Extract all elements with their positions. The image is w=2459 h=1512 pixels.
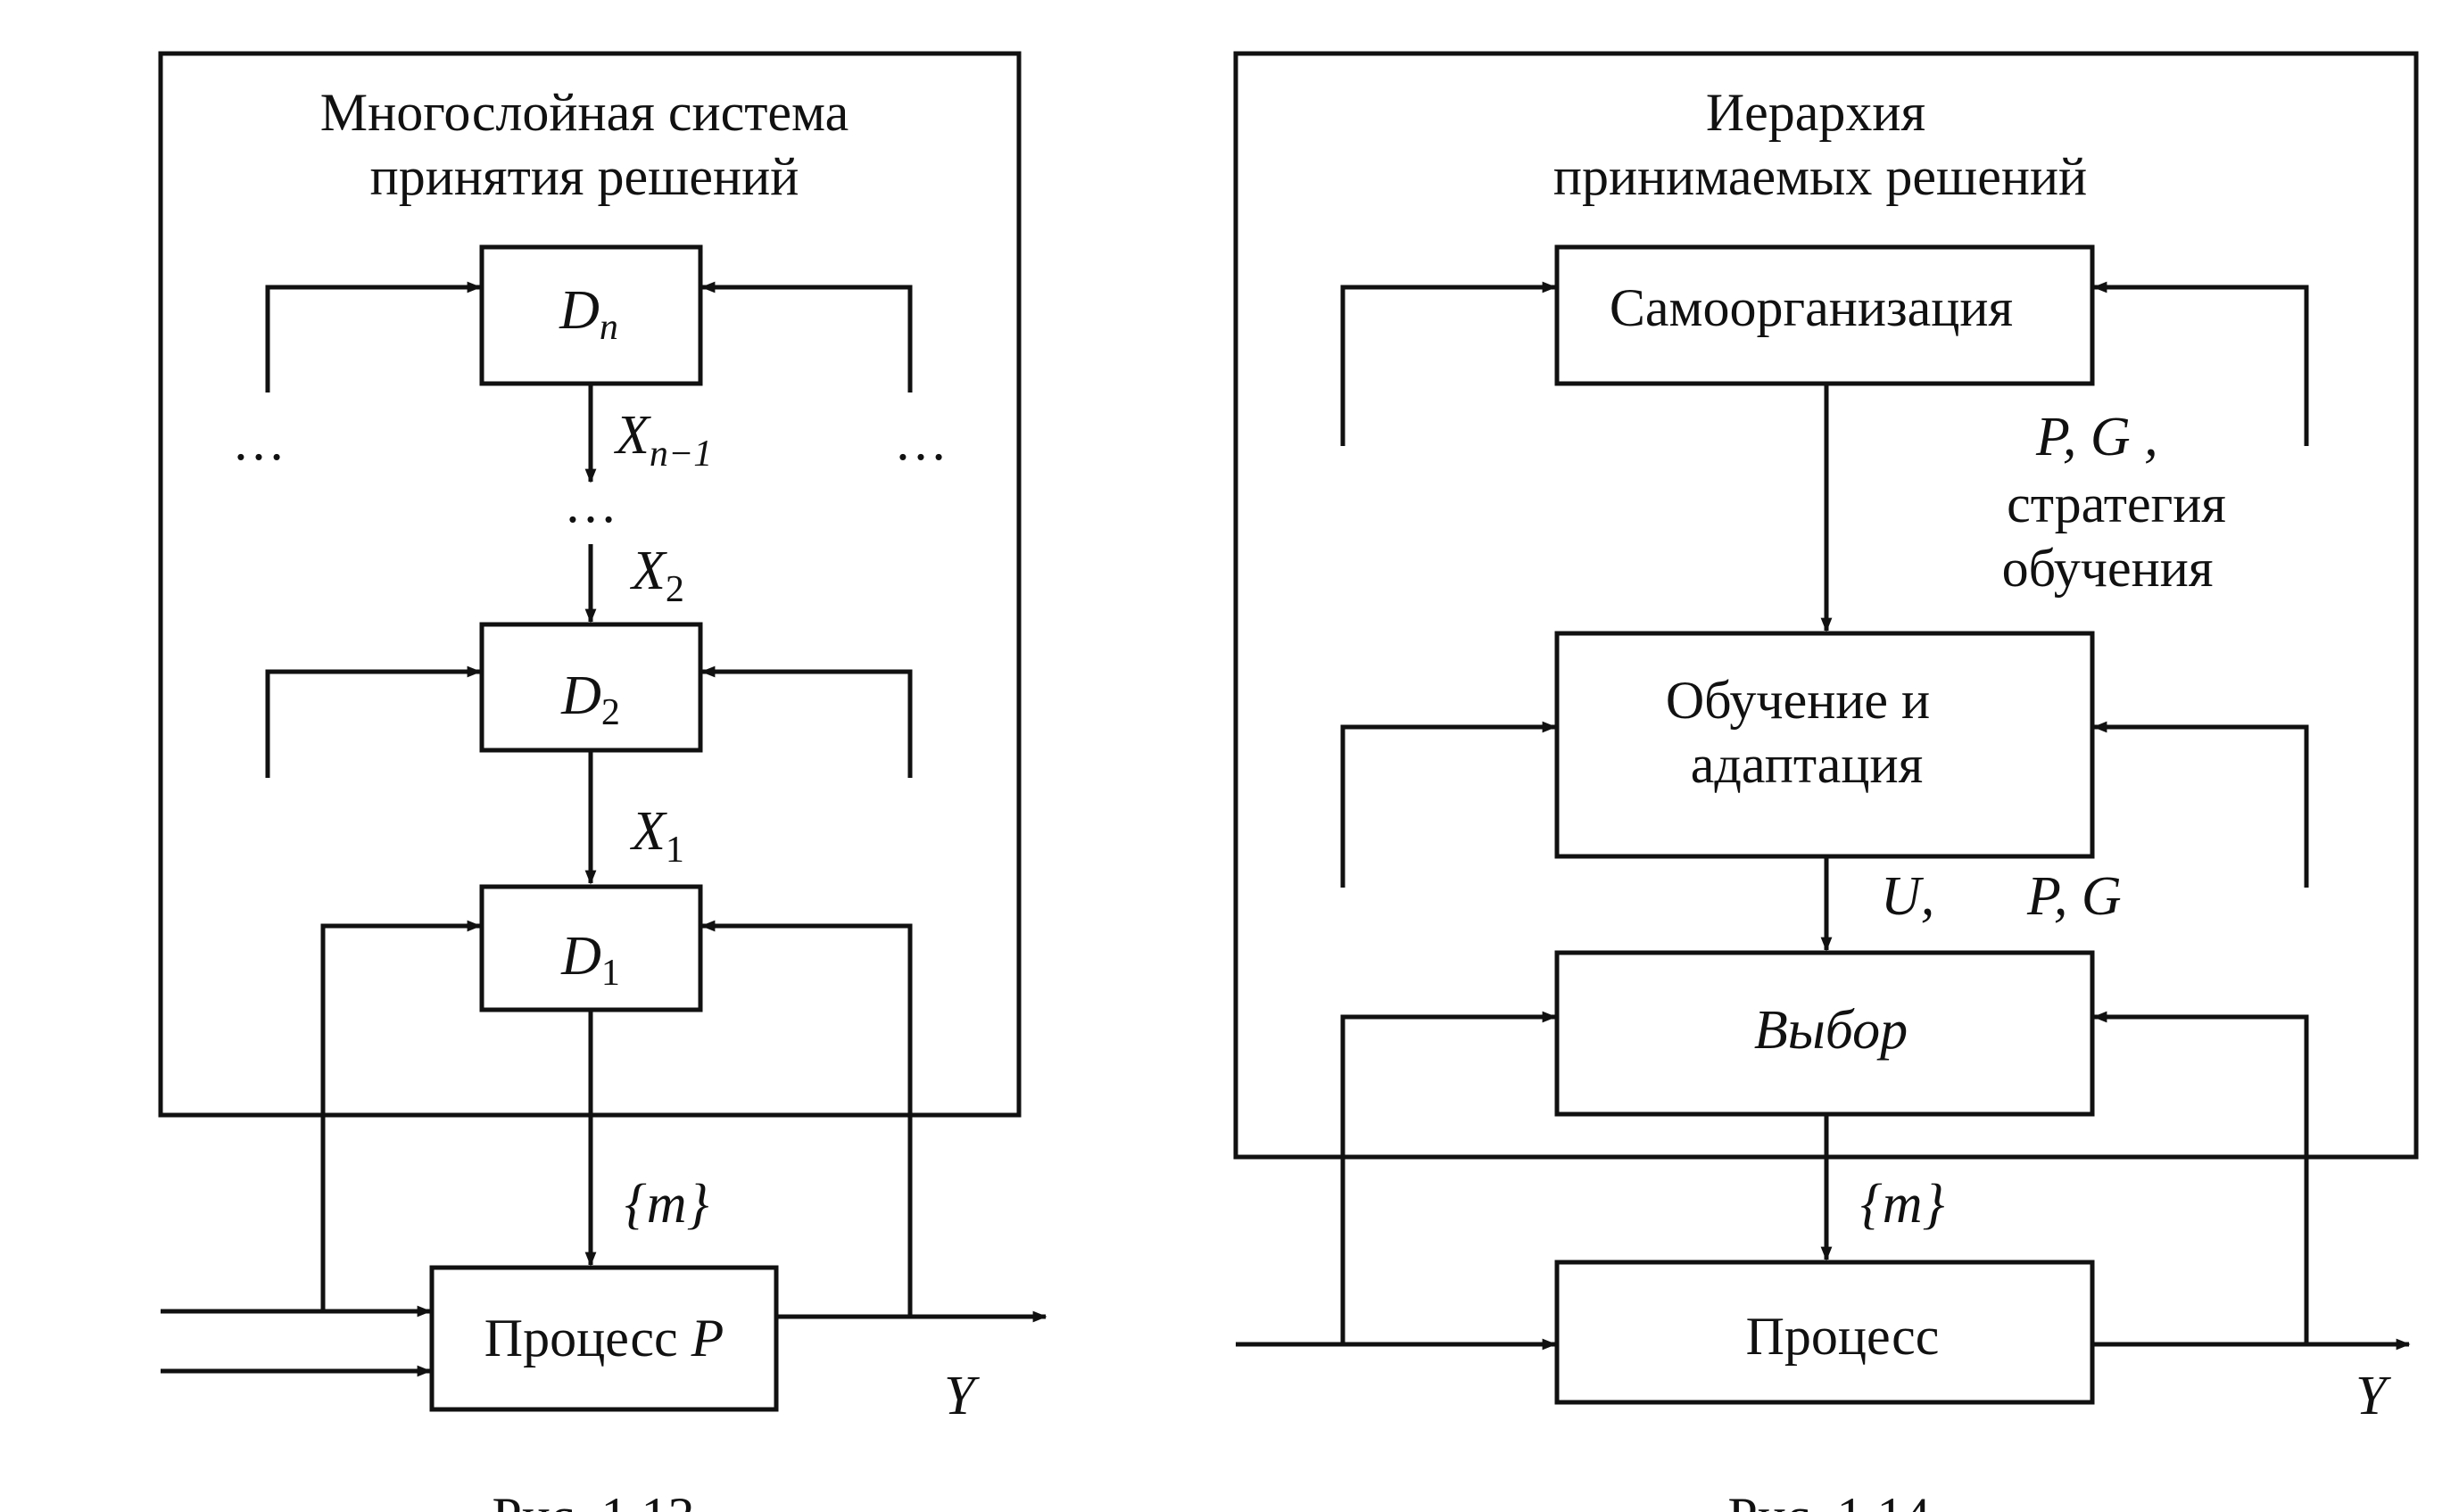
label-self-organization: Самоорганизация bbox=[1610, 278, 2013, 337]
right-diagram-text: Иерархия принимаемых решений Самоорганиз… bbox=[1553, 83, 2391, 1512]
signal-pg-strategy-line3: обучения bbox=[2002, 539, 2214, 598]
signal-pg-strategy-line2: стратегия bbox=[2007, 475, 2226, 533]
ellipsis-left: … bbox=[232, 412, 286, 471]
caption-right: Рис. 1.14 bbox=[1727, 1487, 1930, 1512]
signal-m-right: {m} bbox=[1860, 1174, 1945, 1235]
signal-xn1: Xn−1 bbox=[613, 405, 712, 475]
block-process-p bbox=[429, 1265, 779, 1412]
arrow-left-into-self-org bbox=[1340, 281, 1557, 446]
output-y-right: Y bbox=[2356, 1366, 2391, 1426]
arrow-right-into-dn bbox=[700, 281, 913, 392]
left-title-line2: принятия решений bbox=[370, 147, 799, 206]
arrow-right-into-d2 bbox=[700, 665, 913, 778]
signal-u: U, bbox=[1881, 866, 1934, 927]
right-title-line1: Иерархия bbox=[1706, 83, 1925, 142]
arrow-left-into-dn bbox=[265, 281, 482, 392]
arrow-right-into-learning bbox=[2092, 721, 2309, 888]
feedback-left-into-d1 bbox=[320, 920, 482, 1311]
signal-x1: X1 bbox=[629, 801, 684, 871]
signal-x2: X2 bbox=[629, 541, 684, 610]
block-process bbox=[1554, 1260, 2095, 1405]
right-diagram bbox=[1233, 51, 2419, 1405]
signal-m-left: {m} bbox=[625, 1174, 709, 1235]
ellipsis-right: … bbox=[894, 412, 948, 471]
feedback-right-into-d1 bbox=[700, 920, 913, 1317]
feedback-right-into-choice bbox=[2092, 1011, 2309, 1344]
output-y-left: Y bbox=[944, 1366, 980, 1426]
signal-pg-strategy-line1: P, G , bbox=[2035, 407, 2158, 467]
process-p-label: Процесс P bbox=[484, 1309, 724, 1367]
arrow-right-into-self-org bbox=[2092, 281, 2309, 446]
feedback-left-into-choice bbox=[1340, 1011, 1557, 1344]
label-learning-line2: адаптация bbox=[1691, 735, 1924, 794]
label-process: Процесс bbox=[1746, 1307, 1940, 1366]
label-dn: Dn bbox=[559, 280, 618, 348]
left-diagram bbox=[158, 51, 1047, 1412]
label-d2: D2 bbox=[560, 665, 620, 733]
ellipsis-center: … bbox=[564, 475, 617, 533]
label-d1: D1 bbox=[560, 926, 620, 994]
right-title-line2: принимаемых решений bbox=[1553, 147, 2087, 206]
label-learning-line1: Обучение и bbox=[1666, 671, 1930, 730]
arrow-left-into-learning bbox=[1340, 721, 1557, 888]
arrow-left-into-d2 bbox=[265, 665, 482, 778]
left-title-line1: Многослойная система bbox=[320, 83, 849, 142]
label-choice: Выбор bbox=[1754, 1000, 1908, 1061]
caption-left: Рис. 1.13 bbox=[492, 1487, 694, 1512]
signal-pg: P, G bbox=[2026, 866, 2122, 927]
left-diagram-text: Многослойная система принятия решений Dn… bbox=[232, 83, 980, 1512]
